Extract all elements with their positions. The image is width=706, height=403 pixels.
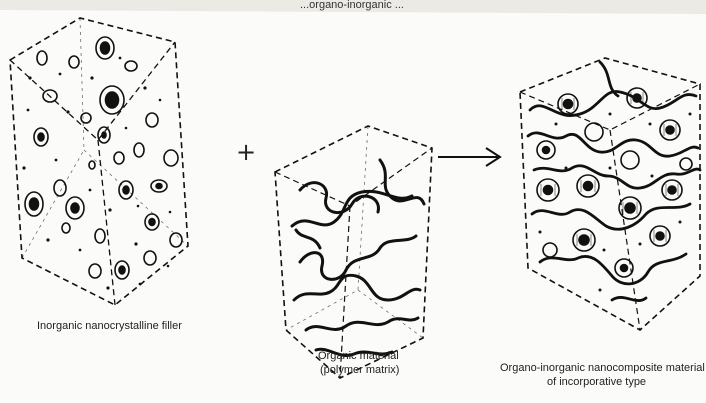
- composite-caption-line2: of incorporative type: [547, 376, 646, 388]
- plus-sign: +: [236, 138, 256, 166]
- matrix-caption-line2: (polymer matrix): [320, 364, 399, 376]
- header-cut-text: ...organo-inorganic ...: [300, 0, 404, 11]
- composite-caption-line1: Organo-inorganic nanocomposite material: [500, 362, 705, 374]
- filler-caption: Inorganic nanocrystalline filler: [37, 320, 182, 332]
- matrix-caption-line1: Organic material: [318, 350, 399, 362]
